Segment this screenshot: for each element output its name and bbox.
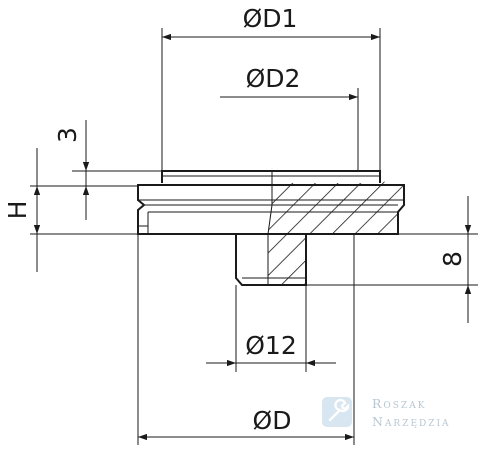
dimension-lines [33, 33, 472, 441]
label-8: 8 [438, 251, 467, 267]
label-3: 3 [53, 127, 82, 143]
label-d1: ØD1 [243, 4, 298, 33]
label-d: ØD [253, 406, 292, 435]
watermark-line-2: Narzędzia [372, 414, 451, 429]
label-h: H [3, 201, 32, 220]
part-outline [137, 170, 405, 286]
watermark-line-1: Roszak [372, 396, 426, 411]
label-d2: ØD2 [246, 64, 301, 93]
watermark-logo: Roszak Narzędzia [322, 396, 451, 429]
label-12: Ø12 [245, 331, 297, 360]
section-hatch [268, 172, 404, 285]
